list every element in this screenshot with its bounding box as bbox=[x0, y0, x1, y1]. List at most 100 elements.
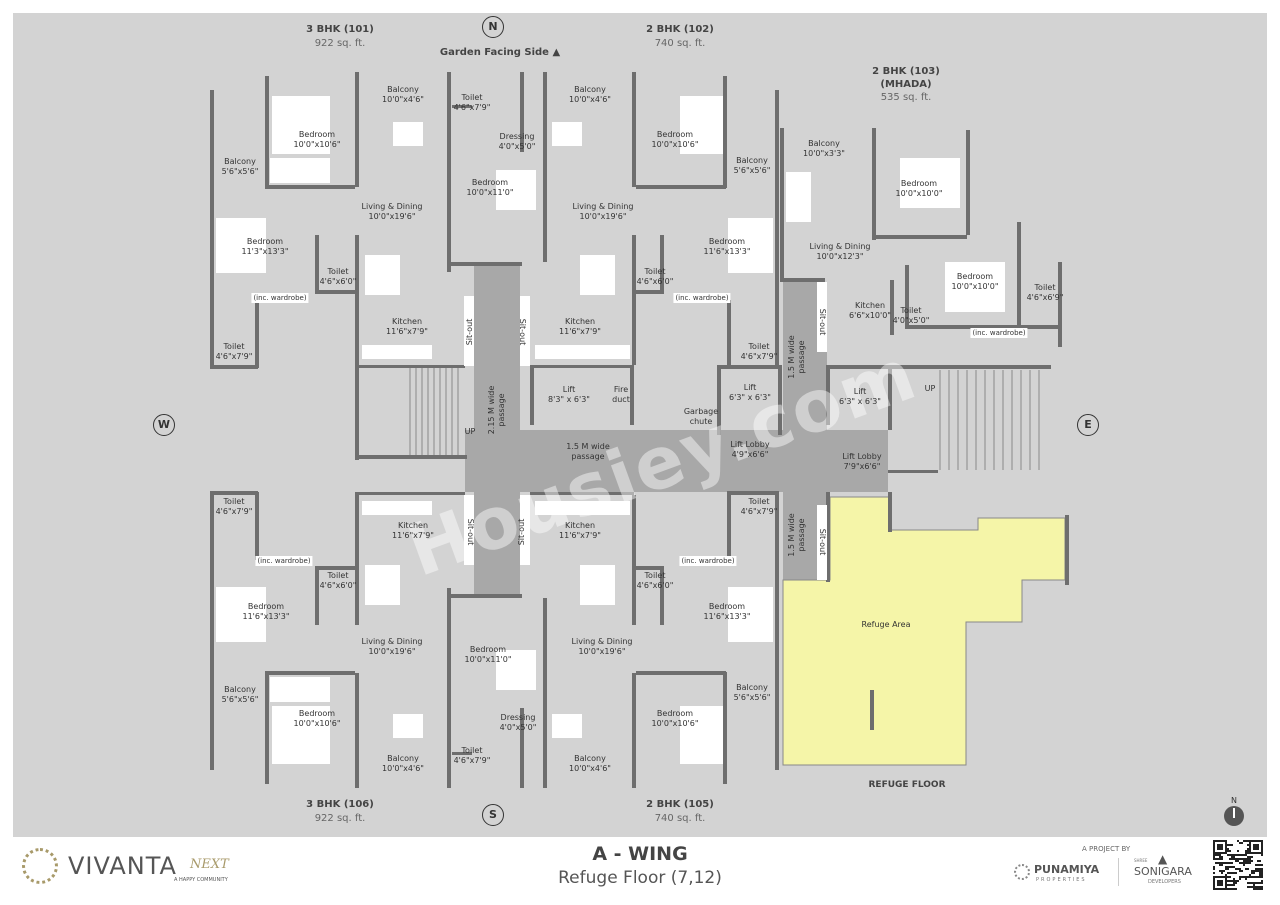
room-name: Balcony bbox=[734, 683, 771, 693]
room-size: 10'0"x10'0" bbox=[895, 189, 942, 199]
room-name: Lift bbox=[548, 385, 590, 395]
furniture bbox=[786, 172, 811, 222]
room-toilet: Toilet4'6"x6'0" bbox=[637, 267, 674, 287]
punamiya-name: PUNAMIYA bbox=[1034, 863, 1099, 876]
room-size: 11'6"x13'3" bbox=[703, 612, 750, 622]
room-name: Balcony bbox=[569, 85, 611, 95]
wall bbox=[780, 128, 784, 278]
wall bbox=[210, 90, 214, 368]
room-size: 11'3"x13'3" bbox=[241, 247, 288, 257]
wall bbox=[355, 235, 359, 365]
room-name: Toilet bbox=[216, 497, 253, 507]
passage-text: 1.5 M wide passage bbox=[787, 327, 807, 387]
compass-west: W bbox=[153, 414, 175, 436]
room-size: 10'0"x19'6" bbox=[573, 212, 634, 222]
room-balcony: Balcony10'0"x4'6" bbox=[569, 754, 611, 774]
room-living-dining: Living & Dining10'0"x19'6" bbox=[573, 202, 634, 222]
room-toilet: Toilet4'6"x6'0" bbox=[320, 267, 357, 287]
wall bbox=[727, 492, 731, 560]
room-lift: Lift6'3" x 6'3" bbox=[839, 387, 881, 407]
wall bbox=[265, 671, 355, 675]
room-bedroom: Bedroom11'6"x13'3" bbox=[703, 602, 750, 622]
room-name: Balcony bbox=[569, 754, 611, 764]
room-size: passage bbox=[566, 452, 609, 462]
room-bedroom: Bedroom10'0"x10'6" bbox=[293, 709, 340, 729]
wall bbox=[636, 566, 664, 570]
room-size: 6'3" x 6'3" bbox=[839, 397, 881, 407]
wall bbox=[355, 673, 359, 788]
wall bbox=[630, 365, 634, 425]
wardrobe-note-text: (inc. wardrobe) bbox=[972, 328, 1025, 338]
room-name: Toilet bbox=[454, 746, 491, 756]
room-garbage: Garbagechute bbox=[684, 407, 718, 427]
room-lift: Lift6'3" x 6'3" bbox=[729, 383, 771, 403]
furniture bbox=[270, 158, 330, 183]
wall bbox=[543, 72, 547, 262]
wall bbox=[255, 492, 259, 560]
room-size: 5'6"x5'6" bbox=[222, 167, 259, 177]
wall bbox=[530, 365, 634, 368]
room-name: Living & Dining bbox=[362, 637, 423, 647]
passage-text: 2.15 M wide passage bbox=[487, 380, 507, 440]
room-name: 1.5 M wide bbox=[566, 442, 609, 452]
logo-divider bbox=[1118, 858, 1119, 886]
room-1-5-m-wide: 1.5 M widepassage bbox=[566, 442, 609, 462]
wardrobe-note: (inc. wardrobe) bbox=[970, 328, 1027, 338]
room-name: Bedroom bbox=[242, 602, 289, 612]
room-size: 4'9"x6'6" bbox=[730, 450, 769, 460]
room-size: 5'6"x5'6" bbox=[222, 695, 259, 705]
room-balcony: Balcony10'0"x4'6" bbox=[569, 85, 611, 105]
room-size: 11'6"x13'3" bbox=[242, 612, 289, 622]
north-arrow-letter: N bbox=[1222, 796, 1246, 805]
wall bbox=[1058, 262, 1062, 347]
garden-facing-side: Garden Facing Side ▲ bbox=[440, 48, 560, 58]
wardrobe-note-text: (inc. wardrobe) bbox=[257, 556, 310, 566]
furniture bbox=[552, 122, 582, 146]
room-dressing: Dressing4'0"x5'0" bbox=[500, 713, 537, 733]
room-size: 10'0"x10'6" bbox=[293, 140, 340, 150]
sonigara-name: SONIGARA bbox=[1134, 865, 1192, 878]
sit-out-text: Sit-out bbox=[517, 319, 527, 346]
room-name: Balcony bbox=[734, 156, 771, 166]
room-size: 4'6"x7'9" bbox=[741, 507, 778, 517]
room-size: 10'0"x4'6" bbox=[382, 764, 424, 774]
room-size: 6'6"x10'0" bbox=[849, 311, 891, 321]
qr-code[interactable] bbox=[1213, 840, 1263, 890]
room-name: Bedroom bbox=[466, 178, 513, 188]
room-size: 4'6"x6'9" bbox=[1027, 293, 1064, 303]
room-size: 11'6"x7'9" bbox=[386, 327, 428, 337]
room-name: Living & Dining bbox=[573, 202, 634, 212]
room-bedroom: Bedroom10'0"x10'6" bbox=[651, 130, 698, 150]
room-toilet: Toilet4'6"x6'0" bbox=[320, 571, 357, 591]
wall bbox=[315, 570, 319, 625]
passage-label: 2.15 M wide passage bbox=[487, 380, 507, 440]
room-name: Toilet bbox=[893, 306, 930, 316]
room-size: 6'3" x 6'3" bbox=[729, 393, 771, 403]
wardrobe-note: (inc. wardrobe) bbox=[251, 293, 308, 303]
room-name: Toilet bbox=[637, 267, 674, 277]
room-balcony: Balcony10'0"x3'3" bbox=[803, 139, 845, 159]
room-size: 4'6"x6'0" bbox=[320, 581, 357, 591]
unit-103-title: 2 BHK (103)(MHADA)535 sq. ft. bbox=[872, 65, 940, 104]
furniture bbox=[580, 255, 615, 295]
wall bbox=[315, 290, 355, 294]
wall bbox=[636, 185, 726, 189]
wall bbox=[780, 278, 825, 282]
sit-out-label: Sit-out bbox=[517, 319, 527, 346]
furniture bbox=[393, 714, 423, 738]
room-name: Toilet bbox=[320, 571, 357, 581]
passage-label: 1.5 M wide passage bbox=[787, 327, 807, 387]
wall bbox=[355, 495, 359, 625]
wall bbox=[447, 262, 522, 266]
room-size: 4'6"x6'0" bbox=[320, 277, 357, 287]
room-toilet: Toilet4'6"x7'9" bbox=[216, 342, 253, 362]
room-name: Kitchen bbox=[559, 521, 601, 531]
room-name: Balcony bbox=[382, 754, 424, 764]
floor-subtitle: Refuge Floor (7,12) bbox=[558, 868, 722, 888]
wall bbox=[632, 673, 636, 788]
unit-105-title: 2 BHK (105)740 sq. ft. bbox=[646, 798, 714, 826]
room-name: Bedroom bbox=[293, 130, 340, 140]
room-toilet: Toilet4'6"x7'9" bbox=[741, 497, 778, 517]
room-name: Bedroom bbox=[651, 709, 698, 719]
room-bedroom: Bedroom11'3"x13'3" bbox=[241, 237, 288, 257]
